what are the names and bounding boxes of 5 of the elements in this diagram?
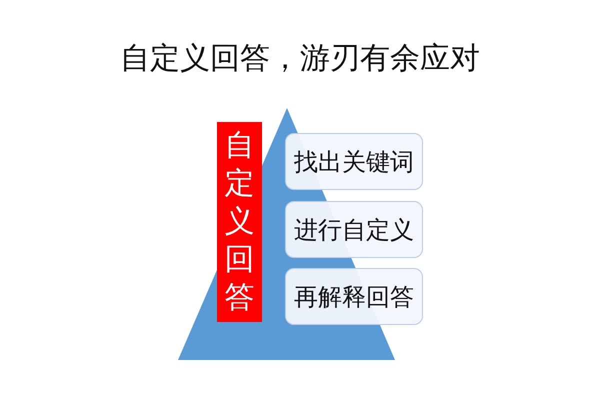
step-box: 找出关键词 [285,133,423,190]
step-box: 进行自定义 [285,201,423,258]
step-box: 再解释回答 [285,268,423,325]
vertical-banner: 自定义回答 [217,122,262,322]
title: 自定义回答，游刃有余应对 [119,40,481,78]
